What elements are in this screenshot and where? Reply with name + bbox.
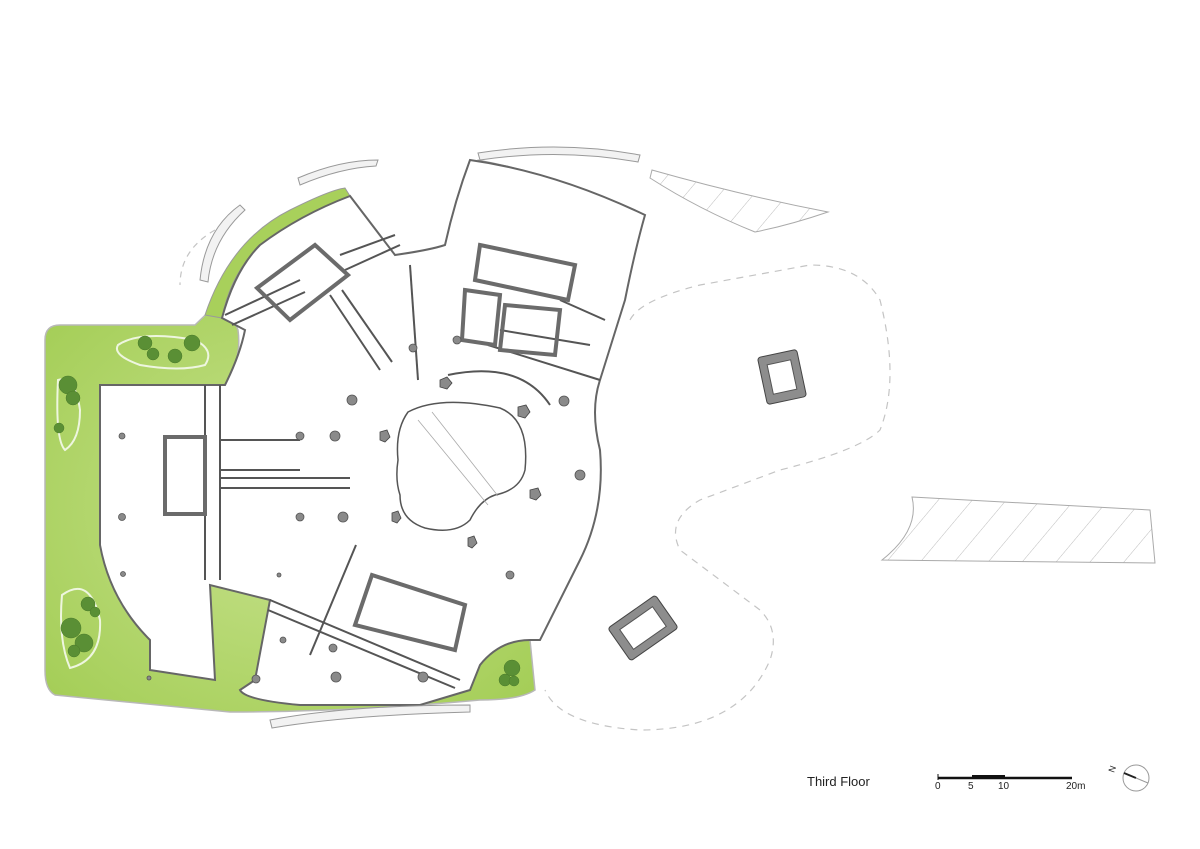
detached-core-north <box>757 349 807 405</box>
canopy-north-east <box>649 169 830 233</box>
north-arrow <box>1122 764 1150 792</box>
drawing-title: Third Floor <box>807 774 870 789</box>
detached-core-south <box>608 595 678 661</box>
interior-walls <box>204 234 606 689</box>
dashed-outline-left <box>179 229 216 286</box>
canopy-east <box>880 496 1156 564</box>
scale-label-5: 5 <box>968 781 974 792</box>
scale-label-10: 10 <box>998 781 1010 792</box>
hex-columns <box>379 376 542 549</box>
scale-label-20m: 20m <box>1066 781 1086 792</box>
atrium-line <box>431 411 499 497</box>
dashed-site-outline <box>544 264 891 731</box>
scale-bar <box>937 774 1072 780</box>
canopy-north <box>477 146 641 163</box>
planting-bed-outline <box>60 587 102 670</box>
atrium-line <box>417 419 489 506</box>
atrium-void <box>396 401 527 531</box>
canopy-west <box>199 204 246 283</box>
scale-label-0: 0 <box>935 781 941 792</box>
canopy-north-west <box>297 159 379 186</box>
canopy-south <box>269 704 471 729</box>
service-cores <box>163 242 578 653</box>
trees <box>53 334 521 687</box>
building-outline <box>99 158 647 706</box>
columns <box>118 335 586 684</box>
planting-bed-outline <box>116 335 210 370</box>
